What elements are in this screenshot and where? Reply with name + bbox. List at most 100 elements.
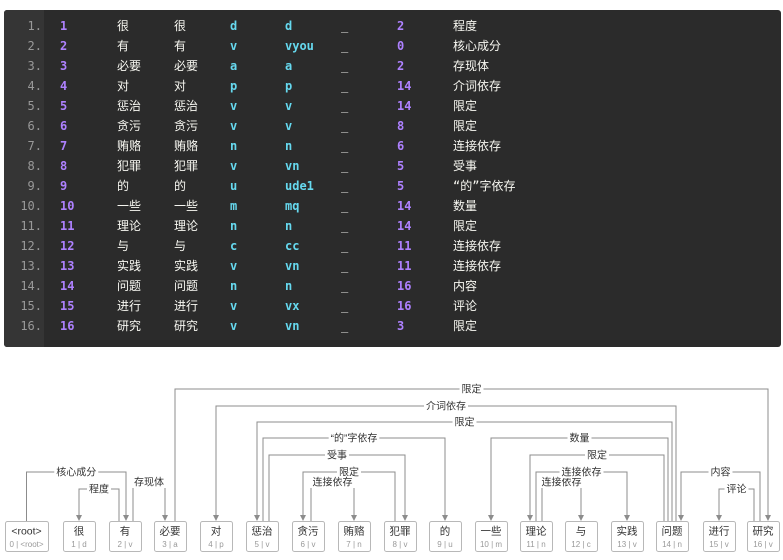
dependency-arc-label: 评论: [727, 483, 747, 496]
token-form: 贿赂: [117, 139, 142, 153]
token-lemma: 犯罪: [174, 159, 199, 173]
tree-node: <root>0 | <root>: [5, 521, 49, 552]
dependency-arc-label-group: 内容: [708, 466, 733, 479]
token-cpostag: v: [230, 319, 238, 333]
tree-node-word: 研究: [753, 525, 774, 538]
token-postag: p: [285, 79, 293, 93]
dependency-arc-label-group: 核心成分: [54, 466, 99, 479]
token-postag: n: [285, 219, 293, 233]
tree-node: 贿赂7 | n: [338, 521, 371, 552]
token-head: 2: [397, 19, 405, 33]
tree-node-box: [475, 521, 508, 552]
tree-node-word: <root>: [11, 526, 41, 538]
dependency-arc-label: 内容: [711, 466, 731, 479]
dependency-arc-label: 限定: [587, 449, 607, 462]
dependency-arc-arrow: [624, 515, 630, 521]
token-cpostag: n: [230, 219, 238, 233]
token-postag: v: [285, 119, 293, 133]
dependency-arc-labels: 程度核心成分存现体介词依存限定限定连接依存受事“的”字依存数量限定连接依存连接依…: [54, 383, 749, 496]
line-number: 3.: [27, 59, 42, 73]
tree-node-word: 的: [440, 525, 451, 538]
tree-node-word: 必要: [160, 525, 181, 538]
token-head: 11: [397, 259, 412, 273]
token-deprel: 限定: [453, 219, 478, 233]
dependency-arc-label-group: 限定: [459, 383, 484, 396]
dependency-arc-label: 连接依存: [313, 476, 353, 489]
token-head: 16: [397, 299, 412, 313]
dependency-arc-arrow: [578, 515, 584, 521]
token-id: 2: [60, 39, 68, 53]
tree-node-box: [154, 521, 187, 552]
tree-node-box: [611, 521, 644, 552]
tree-node-index-pos: 6 | v: [301, 540, 316, 549]
dependency-arc-label-group: 限定: [452, 416, 477, 429]
tree-node-box: [565, 521, 598, 552]
dependency-arc-label-group: 受事: [325, 449, 349, 462]
tree-node-index-pos: 12 | c: [571, 540, 590, 549]
token-deprel: 介词依存: [453, 79, 502, 93]
tree-node-index-pos: 4 | p: [208, 540, 224, 549]
tree-node-index-pos: 1 | d: [71, 540, 86, 549]
token-deprel: 评论: [453, 299, 478, 313]
dependency-arc-label: 存现体: [134, 476, 164, 489]
dependency-arc-label-bg: [310, 476, 355, 488]
tree-node-index-pos: 10 | m: [480, 540, 502, 549]
dependency-arc-arrow: [162, 515, 168, 521]
dependency-arc-line: [174, 388, 769, 521]
dependency-arc-line: [215, 405, 677, 521]
tree-node-index-pos: 13 | v: [617, 540, 636, 549]
dependency-arc-arrow: [402, 515, 408, 521]
token-feats: _: [341, 39, 349, 53]
dependency-arc-arrow: [488, 515, 494, 521]
token-lemma: 进行: [174, 299, 199, 313]
token-id: 9: [60, 179, 68, 193]
tree-node-word: 贿赂: [344, 525, 365, 538]
token-deprel: 程度: [453, 19, 478, 33]
token-cpostag: v: [230, 299, 238, 313]
token-head: 14: [397, 99, 412, 113]
line-number: 9.: [27, 179, 42, 193]
dependency-arc-label: “的”字依存: [331, 432, 378, 445]
line-number: 5.: [27, 99, 42, 113]
token-head: 16: [397, 279, 412, 293]
token-deprel: 限定: [453, 319, 478, 333]
token-cpostag: p: [230, 79, 238, 93]
token-lemma: 惩治: [174, 99, 199, 113]
dependency-arc-label-bg: [132, 476, 166, 488]
token-cpostag: v: [230, 119, 238, 133]
tree-node-index-pos: 15 | v: [709, 540, 728, 549]
token-id: 10: [60, 199, 75, 213]
dependency-arc: [174, 388, 771, 521]
token-lemma: 理论: [174, 219, 199, 233]
token-lemma: 很: [174, 19, 187, 33]
line-number: 13.: [20, 259, 42, 273]
token-id: 15: [60, 299, 75, 313]
dependency-arc-label: 限定: [462, 383, 482, 396]
dependency-arc-label-group: 数量: [567, 432, 592, 445]
token-lemma: 的: [174, 179, 187, 193]
token-feats: _: [341, 199, 349, 213]
dependency-arc-line: [26, 471, 127, 521]
token-form: 犯罪: [117, 159, 142, 173]
tree-node-box: [703, 521, 736, 552]
line-number-gutter: [4, 10, 44, 347]
tree-node-box: [5, 521, 49, 552]
token-id: 1: [60, 19, 68, 33]
dependency-arc-arrow: [76, 515, 82, 521]
token-feats: _: [341, 79, 349, 93]
token-form: 与: [117, 239, 130, 253]
tree-node-index-pos: 8 | v: [393, 540, 408, 549]
tree-node-box: [656, 521, 689, 552]
